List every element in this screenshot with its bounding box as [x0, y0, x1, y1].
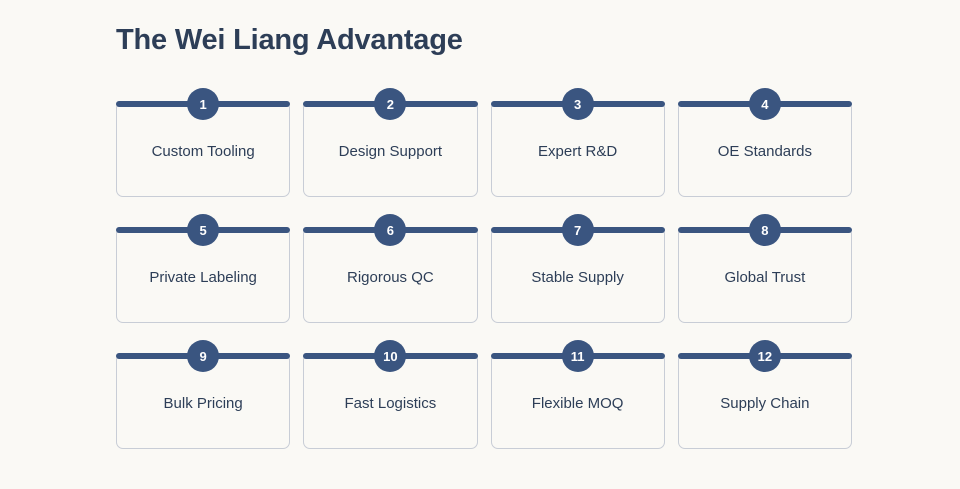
card-number-badge: 12	[748, 340, 781, 372]
card-number-badge: 3	[561, 88, 594, 120]
card-label: Bulk Pricing	[163, 395, 243, 412]
card-label: Stable Supply	[531, 269, 624, 286]
card-number-badge: 10	[374, 340, 407, 372]
card-label: OE Standards	[717, 143, 812, 160]
advantage-card[interactable]: 4 OE Standards	[677, 88, 852, 197]
card-label: Fast Logistics	[344, 395, 437, 412]
card-label: Expert R&D	[538, 143, 618, 160]
card-number-badge: 11	[561, 340, 594, 372]
card-number-badge: 2	[374, 88, 407, 120]
card-label: Private Labeling	[149, 269, 257, 286]
card-number-badge: 6	[374, 214, 407, 246]
page-title: The Wei Liang Advantage	[116, 24, 463, 56]
card-label: Design Support	[338, 143, 443, 160]
card-label: Global Trust	[724, 269, 806, 286]
card-number-badge: 4	[748, 88, 781, 120]
card-number-badge: 8	[748, 214, 781, 246]
card-label: Custom Tooling	[151, 143, 255, 160]
card-label: Flexible MOQ	[531, 395, 624, 412]
card-number-badge: 7	[561, 214, 594, 246]
card-number-badge: 9	[187, 340, 220, 372]
card-label: Rigorous QC	[347, 269, 434, 286]
card-number-badge: 5	[187, 214, 220, 246]
card-number-badge: 1	[187, 88, 220, 120]
card-label: Supply Chain	[720, 395, 810, 412]
